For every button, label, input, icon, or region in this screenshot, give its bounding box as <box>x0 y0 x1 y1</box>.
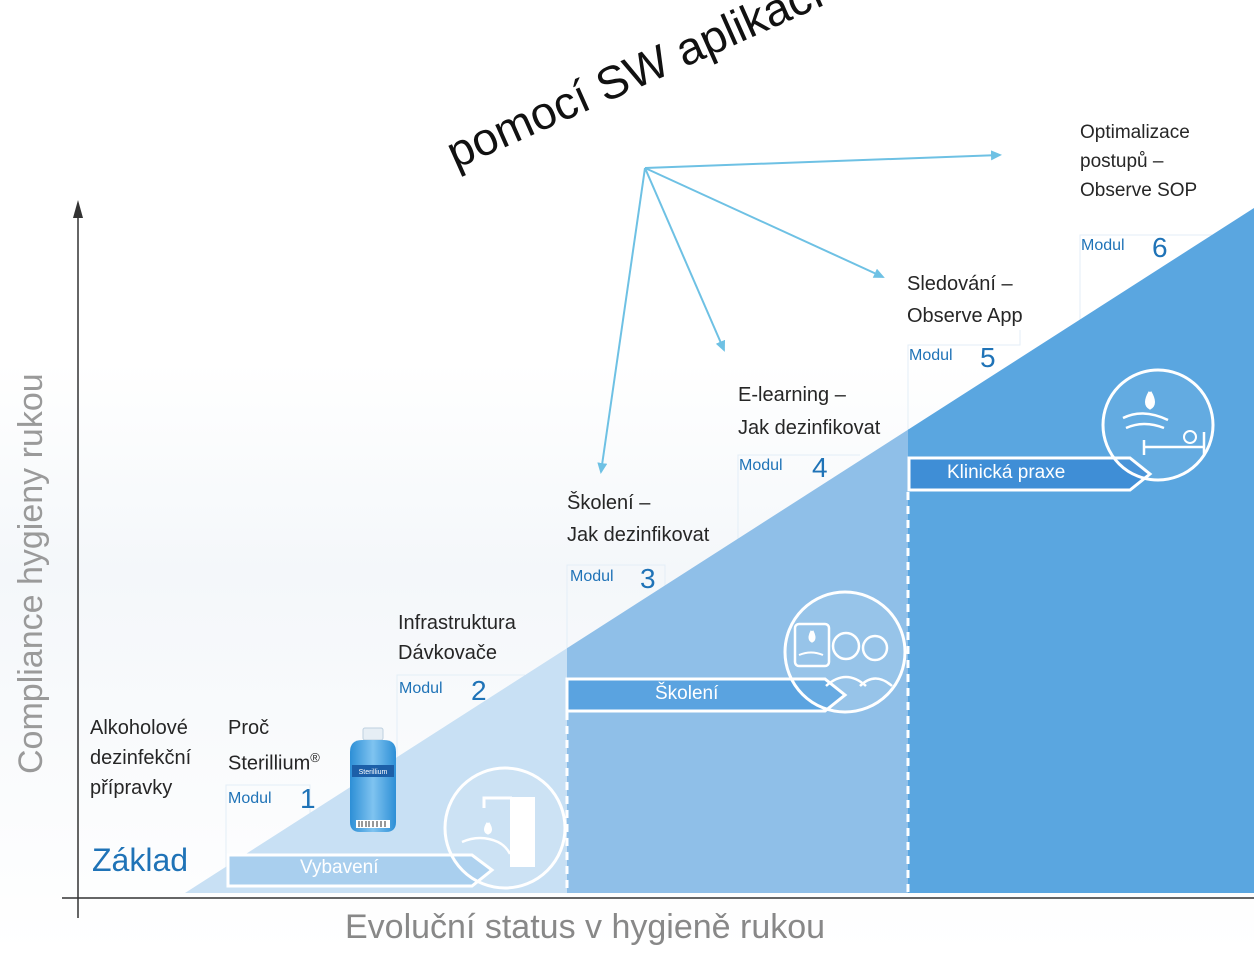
base-label: Základ <box>92 842 189 878</box>
phase-1-label: Vybavení <box>300 857 379 878</box>
training-people-icon <box>783 590 907 714</box>
patient-care-icon <box>1101 368 1215 482</box>
hand-dispenser-icon <box>443 766 567 890</box>
step-3-title-line-2: Jak dezinfikovat <box>567 524 710 546</box>
step-5-title-line-2: Observe App <box>907 305 1023 327</box>
phase-separators <box>565 492 910 893</box>
step-2-title-line-1: Infrastruktura <box>398 612 516 634</box>
step-6-module-word: Modul <box>1081 237 1125 254</box>
step-6-title-line-3: Observe SOP <box>1080 180 1198 201</box>
axes <box>62 200 1254 918</box>
step-1-title-line-2: Sterillium® <box>228 750 320 775</box>
svg-text:Sterillium: Sterillium <box>359 769 388 776</box>
left-label-line-1: Alkoholové <box>90 717 188 739</box>
y-axis-arrowhead <box>73 200 83 218</box>
step-6-title-line-2: postupů – <box>1080 151 1164 172</box>
step-6-module-number: 6 <box>1152 232 1168 263</box>
x-axis-label: Evoluční status v hygieně rukou <box>345 908 826 946</box>
step-3-module-number: 3 <box>640 563 656 594</box>
phase-arrow-2 <box>565 677 848 713</box>
left-label-line-3: přípravky <box>90 777 173 799</box>
step-2-title-line-2: Dávkovače <box>398 642 497 664</box>
step-1-module-number: 1 <box>300 783 316 814</box>
registered-mark: ® <box>310 750 320 765</box>
step-2-module-word: Modul <box>399 680 443 697</box>
step-5-module-number: 5 <box>980 342 996 373</box>
sterillium-bottle: Sterillium <box>350 727 396 832</box>
phase-2-label: Školení <box>655 683 719 704</box>
step-5-module-word: Modul <box>909 347 953 364</box>
step-4-title-line-1: E-learning – <box>738 384 846 406</box>
step-3-module-word: Modul <box>570 568 614 585</box>
step-4-module-word: Modul <box>739 457 783 474</box>
phase-3-label: Klinická praxe <box>947 462 1066 483</box>
sw-arrows <box>597 150 1002 474</box>
left-label-line-2: dezinfekční <box>90 747 192 769</box>
step-1-module-word: Modul <box>228 790 272 807</box>
step-1-title-line-1: Proč <box>228 717 270 739</box>
phase-arrow-3 <box>907 456 1153 492</box>
step-2-module-number: 2 <box>471 675 487 706</box>
step-4-module-number: 4 <box>812 452 828 483</box>
step-3-title-line-1: Školení – <box>567 492 651 514</box>
step-5-title-line-1: Sledování – <box>907 273 1013 295</box>
step-4-title-line-2: Jak dezinfikovat <box>738 417 881 439</box>
y-axis-label: Compliance hygieny rukou <box>12 373 50 774</box>
phase-bands <box>185 208 1254 893</box>
step-6-title-line-1: Optimalizace <box>1080 122 1190 143</box>
phase-arrow-1 <box>226 853 495 888</box>
